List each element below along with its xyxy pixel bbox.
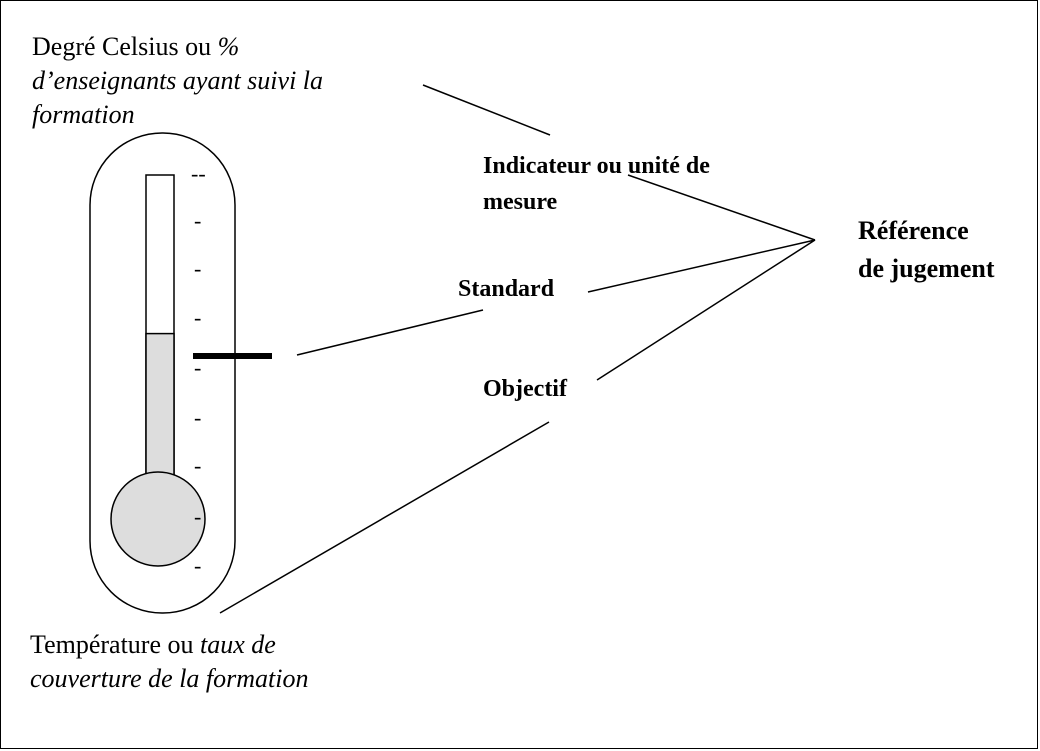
- indicator-label: Indicateur ou unité de mesure: [483, 148, 710, 220]
- indicator-line2: mesure: [483, 189, 558, 215]
- reference-line1: Référence: [858, 216, 969, 245]
- tick-mark: -: [194, 553, 201, 578]
- objectif-label: Objectif: [483, 376, 567, 402]
- connector-top-label: [422, 84, 551, 136]
- tick-mark: -: [194, 355, 201, 380]
- reference-label: Référence de jugement: [858, 212, 994, 288]
- top-label-plain: Degré Celsius ou: [32, 32, 218, 61]
- standard-label: Standard: [458, 276, 555, 302]
- connector-standard-reference: [587, 239, 816, 293]
- tick-mark: -: [194, 208, 201, 233]
- connector-indicator-reference: [627, 174, 816, 241]
- top-label-italic-3: formation: [32, 100, 135, 129]
- indicator-line1: Indicateur ou unité de: [483, 153, 710, 179]
- top-label-italic-1: %: [217, 32, 240, 61]
- tick-mark: --: [191, 161, 206, 186]
- thermometer-outline: [89, 132, 236, 614]
- top-label-italic-2: d’enseignants ayant suivi la: [32, 66, 324, 95]
- connector-objectif-reference: [596, 239, 816, 381]
- reference-line2: de jugement: [858, 254, 995, 283]
- bottom-label-plain: Température ou: [30, 630, 200, 659]
- bottom-label: Température ou taux de couverture de la …: [30, 628, 308, 696]
- top-label: Degré Celsius ou % d’enseignants ayant s…: [32, 30, 323, 132]
- tick-mark: -: [194, 504, 201, 529]
- thermometer-fill: [145, 332, 175, 481]
- connector-objectif-bottom: [219, 421, 550, 614]
- bottom-label-italic-1: taux de: [200, 630, 276, 659]
- bottom-label-italic-2: couverture de la formation: [30, 664, 309, 693]
- thermometer-bulb: [110, 471, 206, 567]
- tick-mark: -: [194, 453, 201, 478]
- tick-mark: -: [194, 305, 201, 330]
- tick-mark: -: [194, 405, 201, 430]
- connector-standard-marker: [296, 309, 484, 356]
- tick-mark: -: [194, 256, 201, 281]
